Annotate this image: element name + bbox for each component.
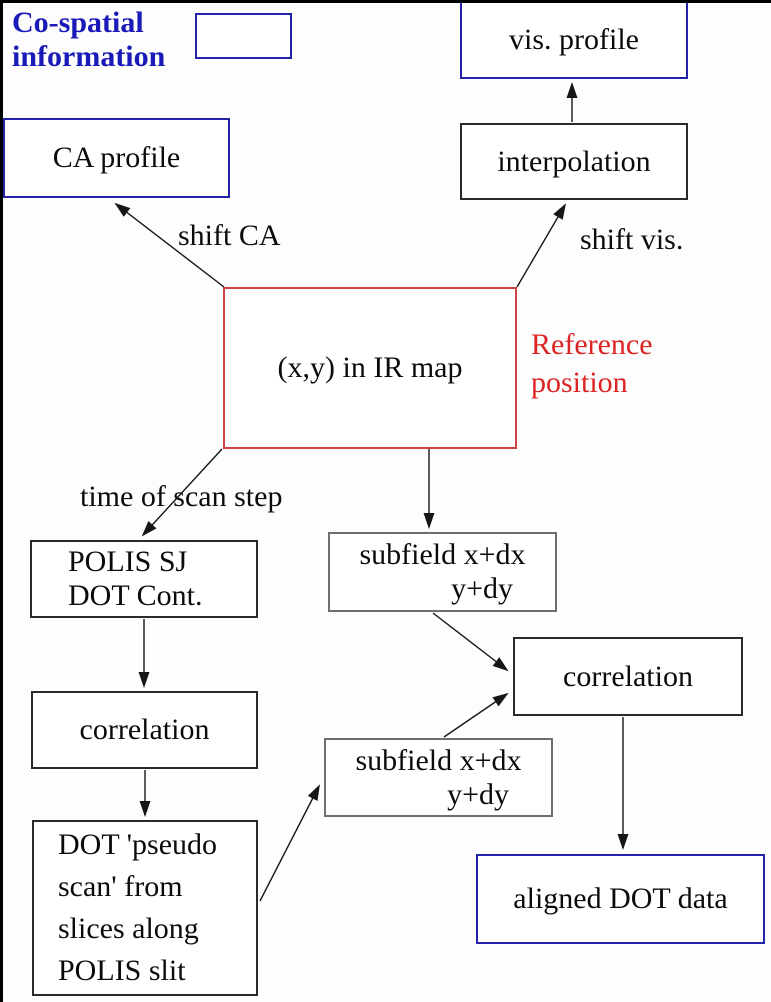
reference-position-line2: position	[531, 366, 628, 399]
diagram-title-line2: information	[12, 40, 166, 73]
node-dot-pseudo-scan: DOT 'pseudo scan' from slices along POLI…	[32, 820, 258, 996]
node-dot-pseudo-scan-line2: scan' from	[58, 870, 183, 903]
reference-position-label: Reference position	[531, 326, 653, 402]
node-polis-sj-line2: DOT Cont.	[68, 579, 203, 612]
node-subfield-top-line1: subfield x+dx	[359, 538, 526, 571]
node-vis-profile: vis. profile	[460, 1, 688, 79]
node-correlation-left: correlation	[31, 691, 258, 769]
node-subfield-bottom: subfield x+dx y+dy	[324, 738, 553, 817]
node-subfield-top: subfield x+dx y+dy	[328, 532, 557, 612]
node-ca-profile-label: CA profile	[52, 141, 181, 174]
node-interpolation-label: interpolation	[497, 144, 651, 178]
edge-label-shift-vis: shift vis.	[580, 223, 684, 256]
node-aligned-dot-data-label: aligned DOT data	[513, 882, 728, 915]
node-dot-pseudo-scan-line3: slices along	[58, 912, 199, 945]
node-dot-pseudo-scan-line1: DOT 'pseudo	[58, 828, 218, 861]
node-interpolation: interpolation	[460, 123, 688, 200]
node-correlation-left-label: correlation	[79, 713, 210, 746]
diagram-title: Co-spatial information	[12, 6, 165, 74]
node-dot-pseudo-scan-line4: POLIS slit	[58, 954, 186, 987]
edge-dot-to-subfield-bottom	[259, 784, 320, 902]
node-ir-map: (x,y) in IR map	[223, 287, 517, 449]
node-polis-sj-line1: POLIS SJ	[68, 545, 188, 578]
node-polis-sj: POLIS SJ DOT Cont.	[30, 540, 258, 618]
node-legend-box	[195, 13, 292, 59]
node-subfield-bottom-line1: subfield x+dx	[355, 743, 522, 777]
frame-top-line	[0, 0, 771, 3]
node-subfield-top-line2: y+dy	[451, 572, 513, 605]
frame-left-line	[0, 0, 3, 1002]
edge-subfield-bottom-to-correlation-right	[443, 692, 509, 738]
edge-label-shift-ca: shift CA	[178, 219, 281, 252]
node-correlation-right: correlation	[513, 637, 743, 716]
diagram-title-line1: Co-spatial	[12, 6, 144, 39]
node-vis-profile-label: vis. profile	[509, 23, 639, 56]
node-correlation-right-label: correlation	[563, 659, 693, 693]
edge-label-time-of-scan-step: time of scan step	[80, 480, 283, 513]
edge-irmap-to-interpolation	[516, 203, 567, 288]
node-aligned-dot-data: aligned DOT data	[476, 854, 765, 944]
reference-position-line1: Reference	[531, 328, 653, 361]
node-ir-map-label: (x,y) in IR map	[277, 351, 463, 384]
node-ca-profile: CA profile	[3, 118, 230, 198]
edge-subfield-top-to-correlation-right	[432, 612, 509, 672]
node-subfield-bottom-line2: y+dy	[447, 777, 509, 811]
